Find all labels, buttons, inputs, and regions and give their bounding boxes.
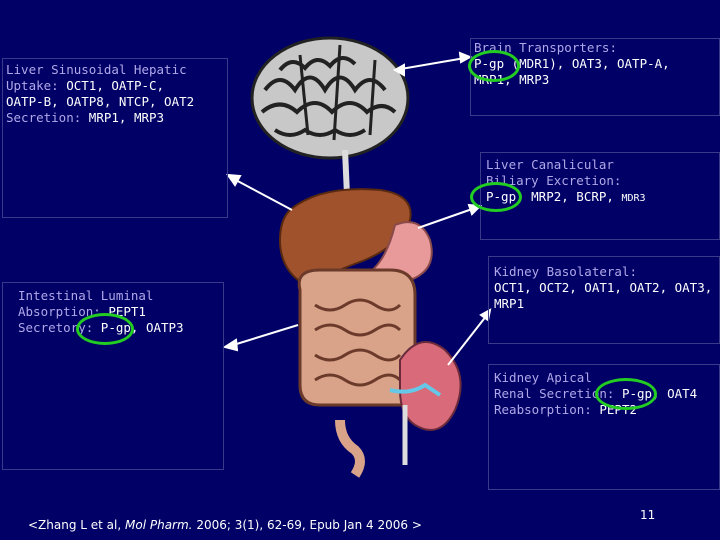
citation-prefix: <Zhang L et al, [28, 518, 122, 532]
liver-canalicular-title-1: Liver Canalicular [486, 157, 614, 172]
brain-icon [250, 36, 410, 196]
kidney-basolateral-line-2: MRP1 [494, 296, 525, 311]
reabsorption-label: Reabsorption: [494, 402, 592, 417]
citation-suffix: 2006; 3(1), 62-69, Epub Jan 4 2006 > [196, 518, 422, 532]
liver-icon [278, 188, 412, 287]
brain-text: Brain Transporters: P-gp (MDR1), OAT3, O… [474, 40, 670, 88]
citation: <Zhang L et al, Mol Pharm. 2006; 3(1), 6… [28, 518, 422, 532]
liver-sinusoidal-box [2, 58, 228, 218]
slide-number: 11 [640, 508, 656, 522]
pgp-highlight-kidney [595, 378, 657, 410]
brain-title: Brain Transporters: [474, 40, 617, 55]
pgp-highlight-brain [468, 50, 520, 82]
renal-secretion-label: Renal Secretion: [494, 386, 615, 401]
pgp-highlight-canalicular [470, 182, 522, 212]
citation-journal: Mol Pharm. [125, 518, 193, 532]
kidney-basolateral-title: Kidney Basolateral: [494, 264, 637, 279]
intestine-icon [297, 268, 417, 478]
pgp-highlight-intestinal [76, 313, 134, 345]
secretory-label: Secretory: [18, 320, 94, 335]
intestinal-title: Intestinal Luminal [18, 288, 154, 303]
brain-line-1: P-gp (MDR1), OAT3, OATP-A, [474, 56, 670, 71]
intestinal-box [2, 282, 224, 470]
liver-sinusoidal-text: Liver Sinusoidal Hepatic Uptake: OCT1, O… [6, 62, 194, 126]
secretion-label: Secretion: [6, 110, 82, 125]
liver-canalicular-title-2: Biliary Excretion: [486, 173, 622, 188]
uptake-values-1: OCT1, OATP-C, [66, 78, 165, 93]
kidney-basolateral-line-1: OCT1, OCT2, OAT1, OAT2, OAT3, [494, 280, 713, 295]
secretion-values: MRP1, MRP3 [88, 110, 165, 125]
uptake-values-2: OATP-B, OATP8, NTCP, OAT2 [6, 94, 195, 109]
absorption-label: Absorption: [18, 304, 101, 319]
liver-canalicular-mdr3: MDR3 [621, 193, 646, 204]
kidney-apical-title: Kidney Apical [494, 370, 592, 385]
arrows [222, 51, 492, 366]
kidney-icon [389, 341, 462, 465]
kidney-basolateral-text: Kidney Basolateral: OCT1, OCT2, OAT1, OA… [494, 264, 712, 312]
liver-sinusoidal-title: Liver Sinusoidal Hepatic [6, 62, 187, 77]
uptake-label: Uptake: [6, 78, 59, 93]
